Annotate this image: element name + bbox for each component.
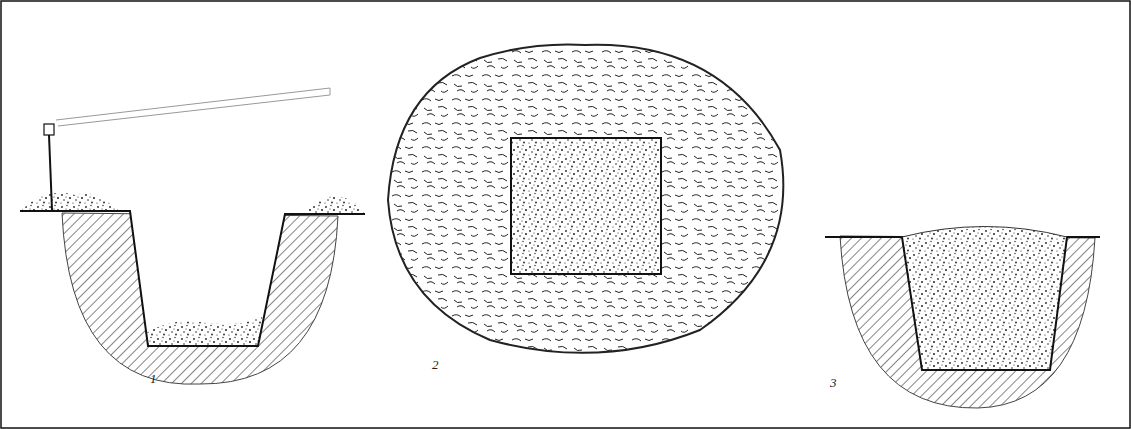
- figure-number: 1: [150, 372, 157, 385]
- figure-number: 3: [830, 376, 837, 389]
- figure-number: 2: [432, 358, 439, 371]
